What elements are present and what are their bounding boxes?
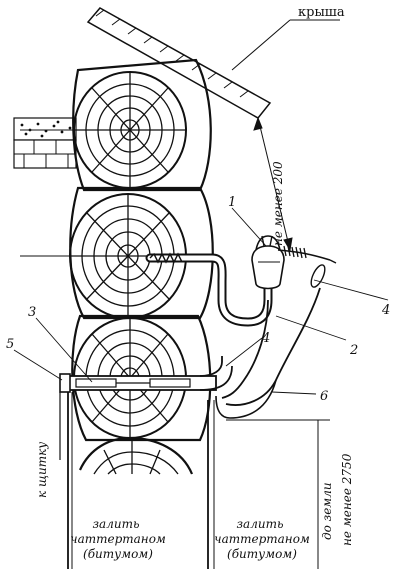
callout-6: 6 xyxy=(320,389,328,404)
fill-left-line-3: (битумом) xyxy=(83,547,153,561)
wall-stub xyxy=(13,117,77,169)
roof-hatching xyxy=(95,9,249,98)
wall-lines xyxy=(59,392,215,569)
label-fill-right: залить чаттертаном (битумом) xyxy=(214,517,310,561)
label-to-ground: до земли xyxy=(320,482,334,540)
fill-left-line-2: чаттертаном xyxy=(70,532,166,546)
callout-5: 5 xyxy=(6,337,14,352)
callout-3: 3 xyxy=(28,305,36,320)
log-bottom xyxy=(78,436,194,475)
roof xyxy=(86,7,340,119)
roof-leader-line xyxy=(231,19,291,71)
drop-wire xyxy=(221,287,321,406)
callout-2: 2 xyxy=(349,343,358,358)
dim-min-2750 xyxy=(226,419,330,569)
wire-clamp xyxy=(310,264,326,288)
dim-min-200 xyxy=(253,116,293,252)
label-min-2750: не менее 2750 xyxy=(340,453,354,546)
bushing-drip-loop xyxy=(215,379,277,419)
label-roof: крыша xyxy=(298,5,345,20)
service-drop-wire xyxy=(277,245,337,288)
label-fill-left: залить чаттертаном (битумом) xyxy=(70,517,166,561)
hook-thread xyxy=(149,252,183,264)
fill-right-line-1: залить xyxy=(237,517,284,531)
log-top xyxy=(20,58,212,192)
label-min-200: не менее 200 xyxy=(271,161,285,246)
bushing-sleeve xyxy=(59,373,71,393)
log-middle xyxy=(20,186,214,320)
fill-left-line-1: залить xyxy=(93,517,140,531)
insulator xyxy=(251,235,285,290)
fill-right-line-3: (битумом) xyxy=(227,547,297,561)
wall-bushing xyxy=(59,356,277,419)
insulator-hook xyxy=(145,252,273,327)
callout-4-right: 4 xyxy=(381,303,390,318)
label-to-panel: к щитку xyxy=(35,442,49,498)
callout-1: 1 xyxy=(228,195,236,210)
fill-right-line-2: чаттертаном xyxy=(214,532,310,546)
callout-leaders xyxy=(13,207,389,395)
callout-4-lower: 4 xyxy=(261,331,270,346)
bushing-elbow xyxy=(199,356,233,391)
